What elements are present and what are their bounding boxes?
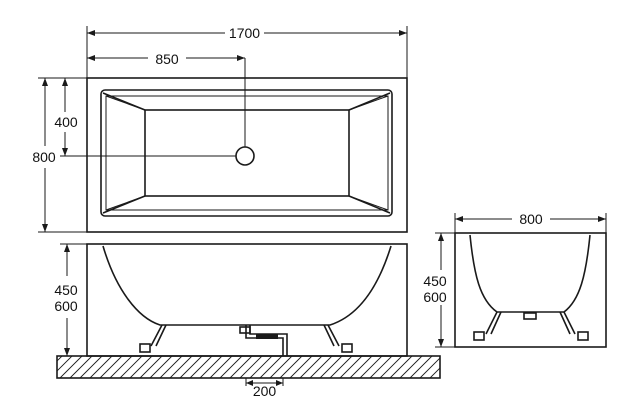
floor: [56, 355, 472, 379]
leg-left: [150, 324, 167, 347]
tub-corner-edges: [102, 92, 391, 214]
hatch-line: [159, 356, 183, 378]
hatch-line: [419, 357, 440, 378]
front-height-rim-label: 450: [54, 282, 78, 298]
hatch-line: [69, 356, 93, 378]
hatch-line: [89, 356, 113, 378]
hatch-line: [319, 356, 343, 378]
floor-slab: [56, 355, 441, 379]
hatch-line: [199, 356, 223, 378]
tub-body-profile: [102, 245, 392, 326]
tub-corner-bevels: [105, 95, 389, 211]
front-height-total-label: 600: [54, 298, 78, 314]
hatch-line: [289, 356, 313, 378]
drain-hole: [235, 146, 255, 166]
hatch-line: [189, 356, 213, 378]
hatch-line: [109, 356, 133, 378]
hatch-line: [229, 356, 253, 378]
hatch-line: [339, 356, 363, 378]
hatch-line: [399, 356, 423, 378]
dim-end-height: 450 600: [423, 232, 455, 348]
hatch-line: [139, 356, 163, 378]
half-length-label: 850: [155, 51, 179, 67]
hatch-line: [349, 356, 373, 378]
end-view: [454, 232, 607, 348]
end-view-panel: [454, 232, 607, 348]
hatch-line: [79, 356, 103, 378]
end-view-tub-profile: [469, 234, 591, 313]
overall-length-label: 1700: [229, 25, 260, 41]
hatch-line: [269, 356, 293, 378]
hatch-line: [249, 356, 273, 378]
tub-rim-inner: [105, 95, 389, 211]
hatch-line: [329, 356, 353, 378]
leg-right: [323, 324, 340, 347]
hatch-line: [279, 356, 303, 378]
hatch-line: [169, 356, 193, 378]
drain-offset-label: 400: [54, 114, 78, 130]
drain-pipe: [245, 325, 284, 356]
dim-drain-offset: 400: [54, 78, 236, 157]
end-width-label: 800: [519, 211, 543, 227]
hatch-line: [359, 356, 383, 378]
end-foot-right: [577, 331, 589, 341]
foot-right: [341, 343, 353, 353]
dim-end-width: 800: [454, 211, 607, 233]
dim-front-height: 450 600: [54, 243, 87, 356]
hatch-line: [299, 356, 323, 378]
hatch-line: [57, 356, 63, 362]
hatch-line: [259, 356, 283, 378]
hatch-line: [369, 356, 393, 378]
hatch-line: [149, 356, 173, 378]
end-height-total-label: 600: [423, 289, 447, 305]
drain-fitting: [239, 326, 251, 334]
hatch-line: [57, 356, 73, 372]
front-view-panel: [86, 243, 408, 357]
hatch-line: [439, 377, 440, 378]
hatch-line: [389, 356, 413, 378]
hatch-line: [450, 356, 472, 378]
dim-overall-length: 1700: [86, 25, 408, 78]
front-view: [86, 243, 408, 357]
drain-spacing-label: 200: [253, 383, 277, 399]
dim-drain-spacing: 200: [245, 378, 284, 399]
top-view: [86, 77, 408, 233]
overall-width-label: 800: [32, 149, 56, 165]
dim-half-length: 850: [87, 51, 246, 147]
tub-rim-outer: [100, 89, 393, 217]
end-drain-fitting: [523, 312, 537, 320]
dim-overall-width: 800: [32, 77, 87, 233]
tub-basin-floor: [144, 109, 350, 197]
hatch-line: [379, 356, 403, 378]
hatch-line: [409, 356, 433, 378]
hatch-line: [309, 356, 333, 378]
end-height-rim-label: 450: [423, 273, 447, 289]
hatch-line: [99, 356, 123, 378]
foot-left: [139, 343, 151, 353]
hatch-line: [429, 367, 440, 378]
end-foot-left: [473, 331, 485, 341]
hatch-line: [59, 356, 83, 378]
top-view-outline: [86, 77, 408, 233]
floor-hatching: [57, 356, 472, 378]
end-leg-right: [559, 311, 576, 335]
hatch-line: [119, 356, 143, 378]
hatch-line: [209, 356, 233, 378]
end-leg-left: [485, 311, 502, 335]
hatch-line: [129, 356, 153, 378]
hatch-line: [239, 356, 263, 378]
drain-pipe-inner: [249, 325, 288, 356]
drain-trap: [256, 334, 278, 339]
hatch-line: [219, 356, 243, 378]
hatch-line: [179, 356, 203, 378]
